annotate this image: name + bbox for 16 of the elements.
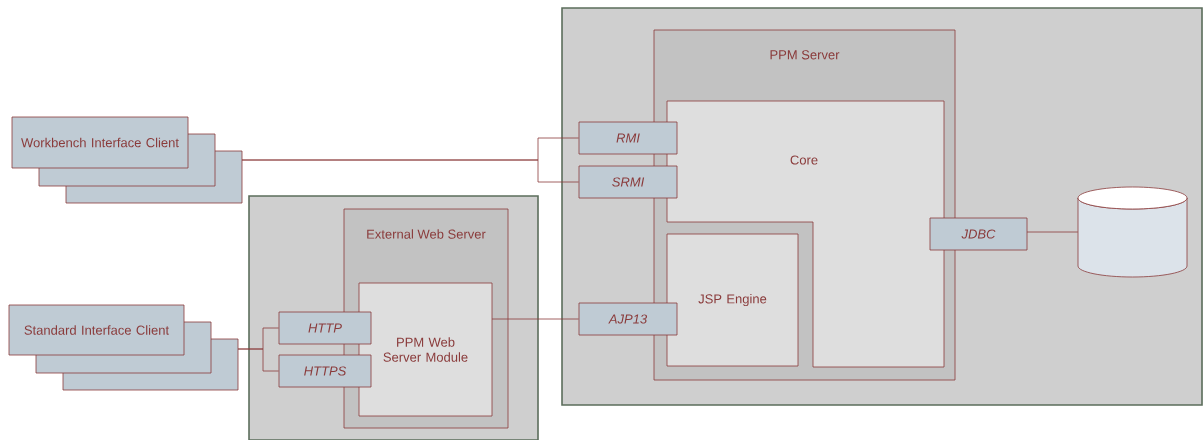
port-box: JDBC — [929, 217, 1028, 251]
component-box: JSP Engine — [666, 233, 799, 367]
client-stack: Workbench Interface Client — [11, 116, 243, 204]
connector-line — [241, 159, 579, 183]
port-box: HTTP — [278, 311, 372, 345]
port-box: RMI — [578, 121, 678, 155]
port-box: HTTPS — [278, 354, 372, 388]
database-cylinder — [1077, 186, 1188, 278]
node-label: Workbench Interface Client — [21, 137, 179, 148]
connector-line — [491, 318, 579, 320]
port-box: SRMI — [578, 165, 678, 199]
connector-line — [237, 348, 279, 372]
component-box: PPM Web Server Module — [358, 282, 493, 417]
client-stack: Standard Interface Client — [8, 304, 239, 391]
port-box: AJP13 — [578, 302, 678, 336]
connector-line — [1026, 231, 1079, 233]
